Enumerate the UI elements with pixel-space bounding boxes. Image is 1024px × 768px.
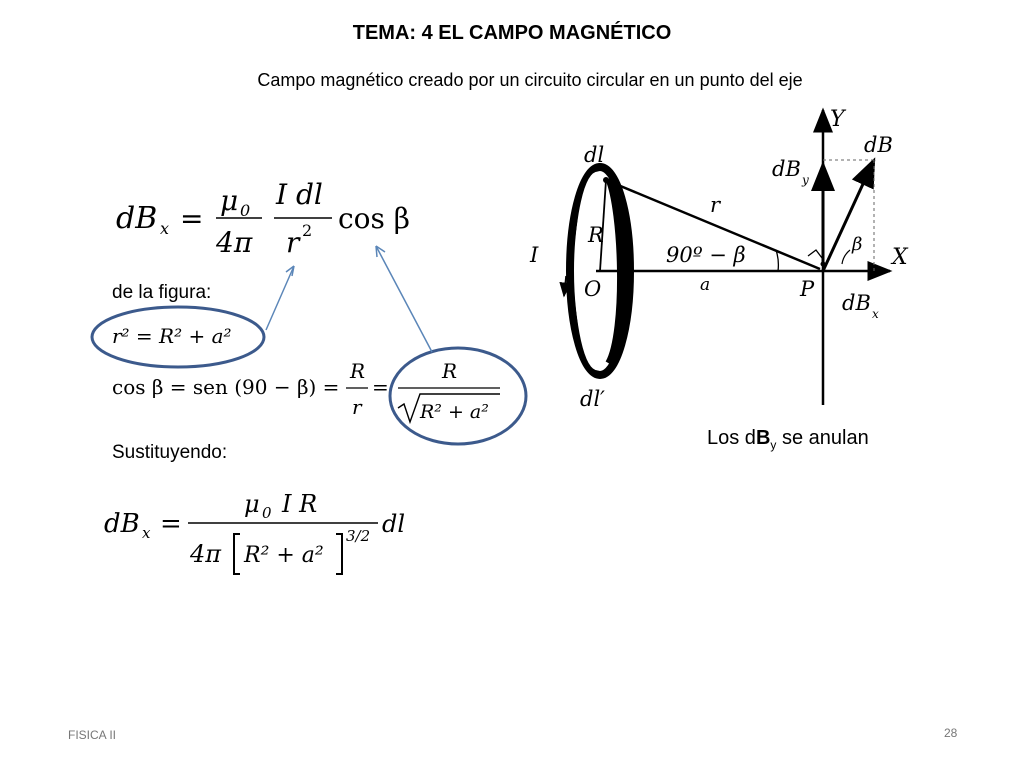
from-figure-label: de la figura: <box>112 282 212 303</box>
eq4-lhs: dB <box>104 509 140 539</box>
eq3-r: r <box>352 395 363 419</box>
eq4-dl: dl <box>382 510 405 538</box>
eq4-x-sub: x <box>142 524 151 542</box>
label-beta: β <box>851 234 862 255</box>
label-I: I <box>529 243 539 267</box>
label-P: P <box>799 277 815 301</box>
label-a: a <box>700 275 710 295</box>
caption-bold: B <box>755 427 771 449</box>
eq1-mu: μ <box>220 184 238 217</box>
db-vector <box>821 157 876 272</box>
eq1-i-dl: I dl <box>275 178 323 211</box>
eq4-mu-sub: 0 <box>262 504 272 522</box>
highlight-circle-r2 <box>90 305 266 369</box>
eq3-R: R <box>349 359 365 383</box>
eq1-mu-sub: 0 <box>240 201 250 220</box>
radius-line <box>599 179 607 272</box>
label-dl-prime: dl′ <box>580 387 605 411</box>
label-O: O <box>584 277 601 301</box>
page-number: 28 <box>944 726 958 740</box>
footer-course: FISICA II <box>68 728 117 742</box>
eq1-x-sub: x <box>160 219 169 238</box>
eq4-ir: I R <box>281 490 317 518</box>
eq4-four-pi: 4π <box>189 540 222 568</box>
current-loop <box>566 163 634 379</box>
label-dby: dB <box>772 157 801 181</box>
eq4-equals: = <box>160 509 182 539</box>
caption-suffix: se anulan <box>776 427 869 449</box>
slide-title: TEMA: 4 EL CAMPO MAGNÉTICO <box>352 22 672 44</box>
eq4-bracket-content: R² + a² <box>243 543 324 568</box>
eq1-r-exp: 2 <box>302 221 312 240</box>
arrow-to-r2 <box>265 265 295 331</box>
label-angle: 90º − β <box>666 243 746 267</box>
eq1-equals: = <box>180 202 203 235</box>
label-dbx-sub: x <box>872 307 879 321</box>
eq1-four-pi: 4π <box>215 226 253 259</box>
eq1-cos-beta: cos β <box>338 202 410 235</box>
arrow-to-cos <box>375 245 433 353</box>
equation-final: dB x = μ 0 I R 4π R² + a² 3/2 dl <box>104 490 405 575</box>
equation-dbx: dB x = μ 0 4π I dl r 2 cos β <box>116 178 410 259</box>
eq3-left: cos β = sen (90 − β) = <box>112 375 339 399</box>
eq4-exp: 3/2 <box>346 527 370 545</box>
eq2-r2: r² = R² + a² <box>112 324 232 348</box>
circuit-figure: Y X dB dB y dB x dl dl′ r R I O P a 90º … <box>529 107 909 411</box>
r-line <box>605 178 821 271</box>
substituting-label: Sustituyendo: <box>112 442 228 463</box>
label-dbx: dB <box>842 291 871 315</box>
eq1-r: r <box>286 226 301 259</box>
eq1-lhs: dB <box>116 201 157 236</box>
label-db: dB <box>864 133 893 157</box>
eq3-sqrt-content: R² + a² <box>419 401 489 423</box>
caption-sub: y <box>770 438 777 452</box>
caption-prefix: Los d <box>707 427 756 449</box>
label-y: Y <box>830 107 847 132</box>
eq4-mu: μ <box>244 490 260 518</box>
highlight-circle-cos <box>388 346 528 446</box>
label-dl: dl <box>584 143 604 167</box>
label-R: R <box>587 223 604 247</box>
equations-svg: dB x = μ 0 4π I dl r 2 cos β r² = R² + a… <box>90 178 528 575</box>
label-r: r <box>710 193 722 217</box>
slide-subtitle: Campo magnético creado por un circuito c… <box>257 70 803 90</box>
label-dby-sub: y <box>801 173 809 187</box>
caption-cancel: Los dBy se anulan <box>707 427 869 452</box>
eq3-R2: R <box>441 359 457 383</box>
label-x: X <box>890 245 909 270</box>
eq3-equals: = <box>372 375 389 399</box>
